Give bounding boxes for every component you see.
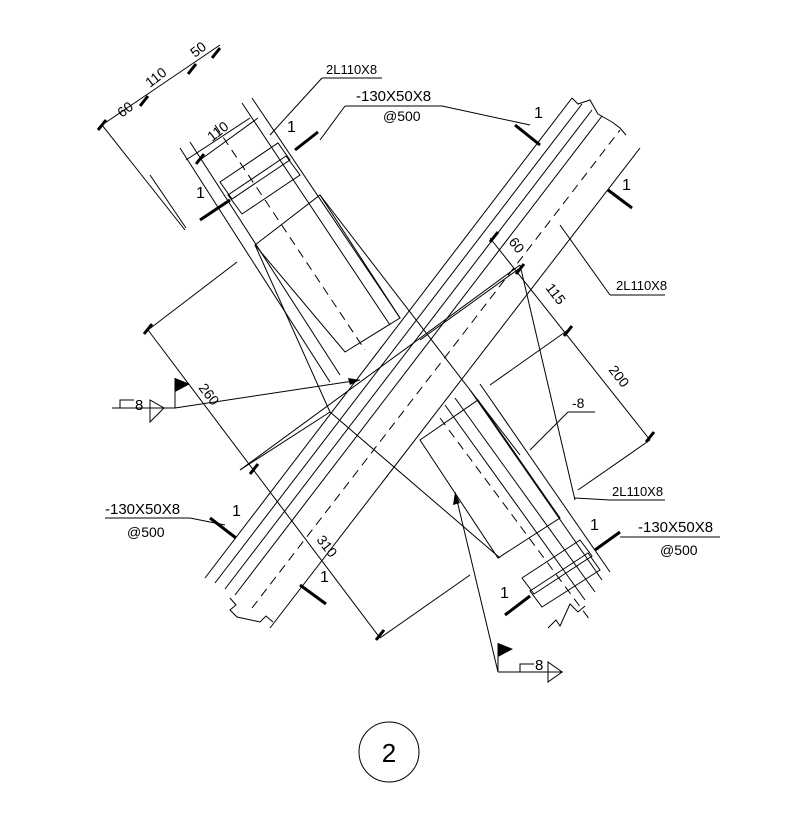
weld-symbol-left (112, 378, 361, 424)
section-cut-marks (199, 123, 633, 617)
dim-310: 310 (314, 532, 341, 560)
gusset-plate (239, 194, 576, 559)
section-label: 1 (622, 177, 631, 194)
text-labels: 60 110 50 110 260 310 60 115 200 2L110X8… (105, 38, 713, 674)
dim-115: 115 (543, 280, 569, 308)
lower-right-member (419, 383, 611, 629)
label-plate-right: -130X50X8 (638, 519, 713, 536)
label-2l110x8-right: 2L110X8 (616, 278, 667, 293)
leader-lines (105, 77, 720, 538)
dim-110-top: 110 (142, 64, 170, 90)
section-label: 1 (500, 585, 509, 602)
label-spacing-right: @500 (660, 542, 698, 558)
weld-size-bottom: 8 (535, 657, 543, 674)
upper-left-member (149, 97, 401, 383)
section-label: 1 (590, 517, 599, 534)
dim-60-top: 60 (114, 98, 136, 120)
label-gusset-plate: -8 (572, 395, 585, 411)
label-plate-left: -130X50X8 (105, 501, 180, 518)
dim-50-top: 50 (187, 38, 209, 60)
section-label: 1 (287, 119, 296, 136)
dim-200: 200 (606, 362, 633, 390)
label-plate-top: -130X50X8 (356, 88, 431, 105)
section-label: 1 (320, 569, 329, 586)
label-spacing-left: @500 (127, 524, 165, 540)
section-label: 1 (232, 503, 241, 520)
label-spacing-top: @500 (383, 108, 421, 124)
weld-size-left: 8 (135, 397, 143, 414)
main-diagonal-member (204, 97, 641, 629)
label-2l110x8-lower-right: 2L110X8 (612, 484, 663, 499)
dimension-lines (96, 44, 656, 641)
detail-number-marker: 2 (358, 721, 420, 783)
label-2l110x8-top: 2L110X8 (326, 62, 377, 77)
detail-number: 2 (382, 738, 396, 768)
section-label: 1 (196, 185, 205, 202)
weld-symbol-bottom (453, 491, 563, 683)
section-label: 1 (534, 105, 543, 122)
